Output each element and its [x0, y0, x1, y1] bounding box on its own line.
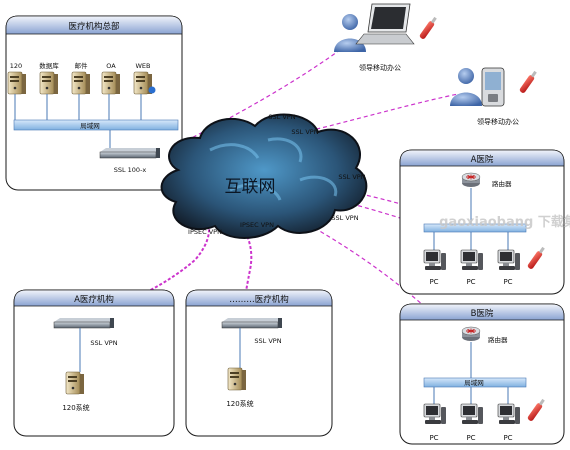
hq-server-db: 数据库	[39, 61, 59, 95]
ipsec-vpn-label: IPSEC VPN	[240, 221, 274, 229]
ssl-vpn-label: SSL VPN	[291, 128, 318, 136]
hq-server-label: 120	[10, 62, 22, 70]
branch-a-system-label: 120系统	[62, 403, 89, 412]
watermark: gaoxiaobang 下载集	[439, 214, 570, 230]
hospital-b-lan-bar	[423, 377, 527, 388]
globe-icon	[148, 86, 156, 94]
pc-icon	[423, 403, 447, 425]
router-icon	[461, 326, 481, 342]
branch-b-system-label: 120系统	[226, 399, 253, 408]
server-icon	[65, 371, 85, 395]
pc-label: PC	[429, 278, 438, 286]
hq-server-120: 120	[7, 62, 27, 95]
ssl-vpn-label: SSL VPN	[268, 113, 295, 121]
pc-label: PC	[503, 434, 512, 442]
pc-label: PC	[466, 434, 475, 442]
ssl-vpn-label: SSL VPN	[331, 214, 358, 222]
mail-server-icon	[71, 71, 91, 95]
pc-label: PC	[466, 278, 475, 286]
usb-key-icon	[418, 16, 437, 40]
hq-lan-label: 局域网	[80, 121, 100, 130]
mobile-label: 领导移动办公	[359, 63, 401, 72]
mobile-user-2: 领导移动办公	[450, 67, 537, 126]
ssl-vpn-label: SSL VPN	[338, 173, 365, 181]
hospital-a-box: A医院 路由器 PC PC PC	[399, 149, 565, 295]
pc-label: PC	[429, 434, 438, 442]
mobile-user-1: 领导移动办公	[334, 3, 437, 72]
hq-box: 医疗机构总部 120 数据库 邮件 OA WEB	[5, 15, 183, 191]
hq-server-label: 邮件	[75, 61, 89, 70]
ssl-gateway-icon	[53, 317, 115, 329]
database-server-icon	[39, 71, 59, 95]
ipsec-vpn-label: IPSEC VPN	[188, 228, 222, 236]
branch-a-vpn-label: SSL VPN	[90, 339, 117, 347]
hospital-a-title: A医院	[471, 154, 494, 165]
hq-gateway-label: SSL 100-x	[114, 166, 147, 174]
hospital-a-lan-bar	[423, 223, 527, 233]
router-label: 路由器	[488, 335, 508, 344]
user-icon	[450, 68, 482, 106]
router-icon	[461, 172, 481, 188]
hq-server-mail: 邮件	[71, 61, 91, 95]
hq-drop-lines	[14, 94, 142, 150]
hq-server-oa: OA	[101, 62, 121, 95]
internet-cloud: 互联网	[160, 113, 368, 239]
hq-title: 医疗机构总部	[68, 21, 120, 32]
ssl-gateway-icon	[99, 147, 161, 159]
pc-icon	[497, 403, 521, 425]
link-labels: SSL VPN SSL VPN SSL VPN SSL VPN IPSEC VP…	[188, 113, 366, 236]
branch-b-title: ………医疗机构	[229, 294, 289, 305]
ssl-gateway-icon	[221, 317, 283, 329]
pc-icon	[460, 403, 484, 425]
oa-server-icon	[101, 71, 121, 95]
usb-key-icon	[518, 70, 537, 94]
mobile-label: 领导移动办公	[477, 117, 519, 126]
branch-a-title: A医疗机构	[74, 294, 114, 305]
pc-icon	[497, 249, 521, 271]
branch-b-box: ………医疗机构 SSL VPN 120系统	[185, 289, 333, 437]
server-icon	[7, 71, 27, 95]
hospital-b-title: B医院	[471, 308, 494, 319]
hq-server-label: OA	[106, 62, 116, 70]
hq-lan-bar	[13, 119, 179, 131]
internet-label: 互联网	[225, 177, 276, 197]
router-label: 路由器	[492, 179, 512, 188]
branch-b-vpn-label: SSL VPN	[254, 337, 281, 345]
branch-a-box: A医疗机构 SSL VPN 120系统	[13, 289, 175, 437]
hq-server-label: WEB	[136, 62, 151, 70]
pc-label: PC	[503, 278, 512, 286]
pc-icon	[460, 249, 484, 271]
hospital-b-box: B医院 路由器 局域网 PC PC PC	[399, 303, 565, 445]
pc-icon	[423, 249, 447, 271]
hq-server-web: WEB	[133, 62, 156, 95]
user-icon	[334, 14, 366, 52]
server-icon	[227, 367, 247, 391]
hospital-b-lan-label: 局域网	[464, 378, 484, 387]
hq-server-label: 数据库	[39, 61, 59, 70]
pda-icon	[481, 67, 505, 107]
laptop-icon	[355, 3, 415, 45]
